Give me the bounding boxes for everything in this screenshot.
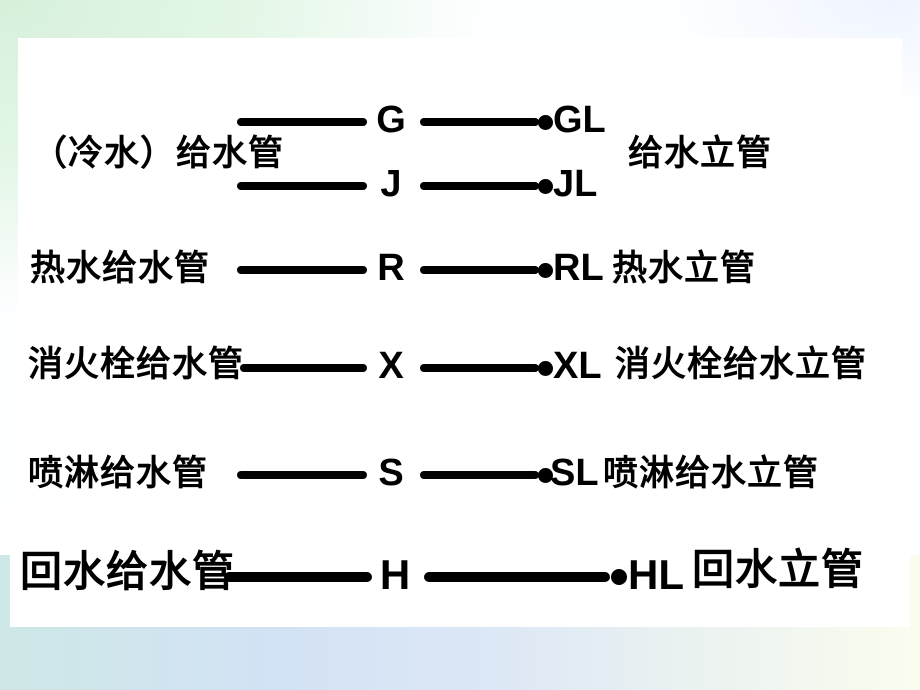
riser-endpoint-dot-XL [538,361,553,376]
riser-line-RL [420,266,539,274]
riser-endpoint-dot-RL [538,263,553,278]
riser-code-XL: XL [553,345,602,387]
pipe-code-G: G [376,99,406,141]
return-water-pipe-label: 回水给水管 [20,550,236,596]
pipe-line-H [224,572,372,582]
riser-line-XL [420,364,539,372]
pipe-line-J [237,182,367,190]
riser-line-GL [420,118,539,126]
riser-line-JL [420,182,539,190]
hot-water-pipe-label: 热水给水管 [30,249,211,288]
pipe-line-R [237,266,367,274]
cold-water-pipe-label: （冷水）给水管 [32,134,285,173]
return-water-riser-label: 回水立管 [692,548,865,594]
fire-hydrant-riser-label: 消火栓给水立管 [615,345,868,384]
riser-code-HL: HL [628,551,684,598]
pipe-code-H: H [379,551,411,598]
pipe-code-R: R [377,247,405,289]
hot-water-riser-label: 热水立管 [612,249,757,288]
fire-hydrant-pipe-label: 消火栓给水管 [28,345,245,384]
riser-endpoint-dot-GL [538,115,553,130]
riser-endpoint-dot-SL [538,468,553,483]
pipe-line-X [240,364,367,372]
riser-endpoint-dot-JL [538,179,553,194]
pipe-line-G [237,118,367,126]
pipe-code-J: J [380,163,402,205]
sprinkler-pipe-label: 喷淋给水管 [28,454,209,493]
water-riser-label: 给水立管 [628,134,773,173]
riser-code-SL: SL [550,452,599,494]
riser-code-GL: GL [553,99,606,141]
riser-code-JL: JL [553,163,598,205]
riser-endpoint-dot-HL [611,569,627,585]
riser-line-HL [424,572,610,582]
bottom-row-panel [10,503,910,627]
sprinkler-riser-label: 喷淋给水立管 [603,454,820,493]
pipe-code-S: S [378,452,404,494]
pipe-code-X: X [378,345,404,387]
pipe-line-S [237,471,367,479]
riser-code-RL: RL [553,247,604,289]
riser-line-SL [420,471,539,479]
